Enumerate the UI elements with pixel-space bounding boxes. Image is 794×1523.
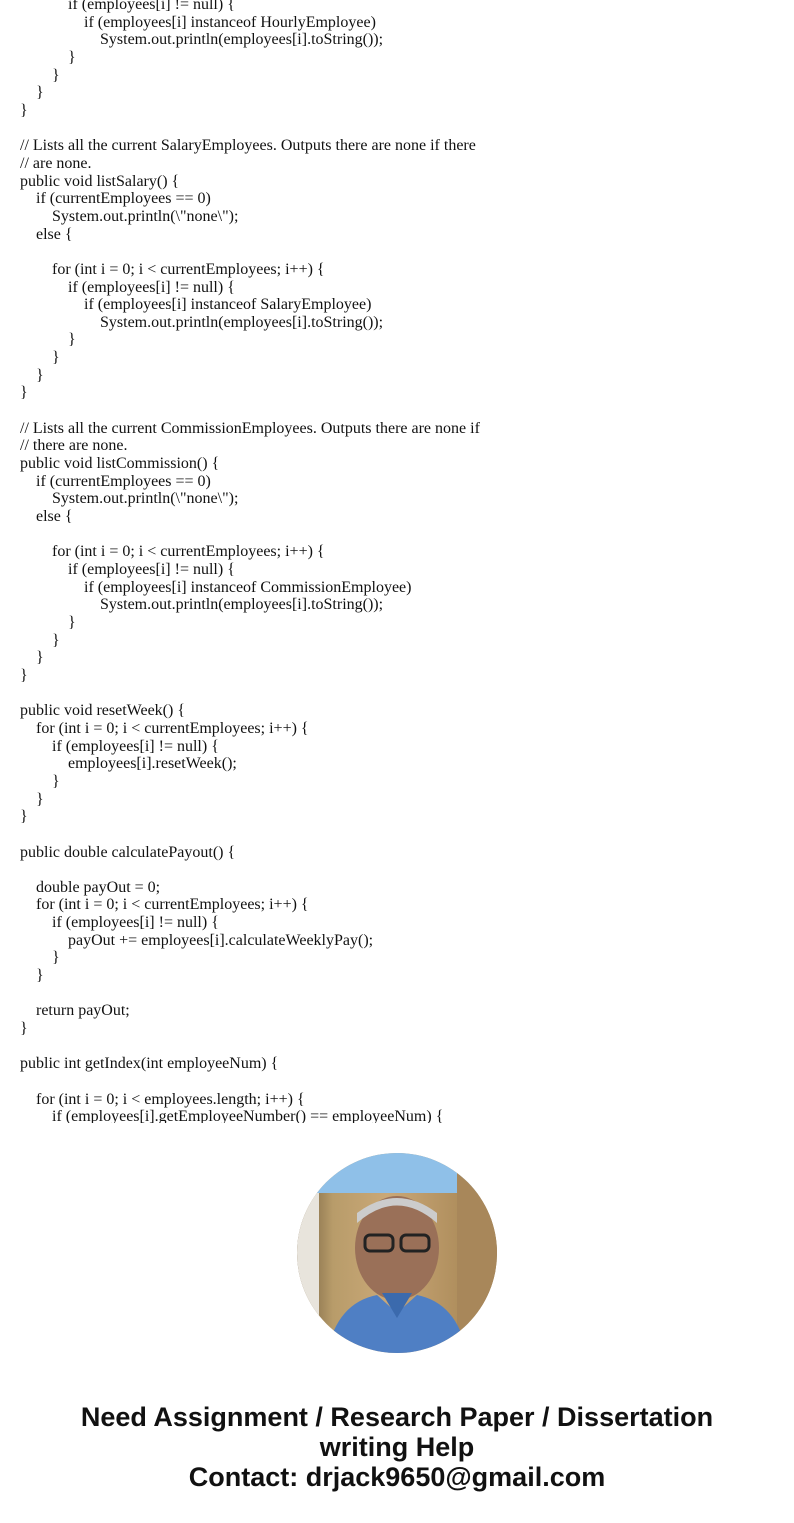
code-line: for (int i = 0; i < currentEmployees; i+… bbox=[52, 543, 325, 561]
code-line: if (employees[i] != null) { bbox=[68, 0, 235, 13]
code-line bbox=[20, 402, 780, 420]
code-line: } bbox=[36, 84, 44, 102]
code-line: } bbox=[52, 349, 60, 367]
code-line: System.out.println(\"none\"); bbox=[52, 490, 239, 508]
code-line: } bbox=[52, 772, 60, 790]
code-line bbox=[20, 685, 780, 703]
code-line: if (employees[i] instanceof HourlyEmploy… bbox=[84, 13, 376, 31]
code-line: System.out.println(employees[i].toString… bbox=[100, 596, 384, 614]
code-line: public void listSalary() { bbox=[20, 172, 180, 190]
code-line: } bbox=[68, 613, 76, 631]
code-line: public void listCommission() { bbox=[20, 455, 220, 473]
code-line: if (currentEmployees == 0) bbox=[36, 190, 211, 208]
code-line bbox=[20, 120, 780, 138]
code-line bbox=[20, 526, 780, 544]
code-line: if (employees[i] != null) { bbox=[52, 914, 219, 932]
code-line: employees[i].resetWeek(); bbox=[68, 755, 237, 773]
code-line bbox=[20, 243, 780, 261]
code-line: if (employees[i] != null) { bbox=[52, 737, 219, 755]
code-line: if (employees[i] != null) { bbox=[68, 561, 235, 578]
code-line bbox=[20, 826, 780, 844]
code-line: for (int i = 0; i < currentEmployees; i+… bbox=[36, 719, 309, 737]
code-listing: if (employees[i] != null) {if (employees… bbox=[20, 0, 780, 1123]
code-line bbox=[20, 1073, 780, 1091]
code-line: } bbox=[36, 649, 44, 667]
code-line: if (employees[i] instanceof CommissionEm… bbox=[84, 578, 412, 596]
code-line: } bbox=[68, 48, 76, 66]
avatar bbox=[297, 1153, 497, 1353]
person-photo-icon bbox=[297, 1153, 497, 1353]
code-line: for (int i = 0; i < currentEmployees; i+… bbox=[52, 260, 325, 278]
code-line bbox=[20, 985, 780, 1003]
code-line: for (int i = 0; i < currentEmployees; i+… bbox=[36, 896, 309, 914]
code-line bbox=[20, 861, 780, 879]
code-line: else { bbox=[36, 225, 73, 243]
code-line: payOut += employees[i].calculateWeeklyPa… bbox=[68, 931, 374, 949]
code-line: } bbox=[20, 1020, 28, 1038]
code-line: // there are none. bbox=[20, 437, 128, 455]
code-line: if (employees[i].getEmployeeNumber() == … bbox=[52, 1108, 444, 1123]
code-line: else { bbox=[36, 508, 73, 526]
code-line: System.out.println(employees[i].toString… bbox=[100, 313, 384, 331]
code-line: } bbox=[20, 384, 28, 402]
promo-line-2: writing Help bbox=[319, 1432, 475, 1462]
code-line: // Lists all the current CommissionEmplo… bbox=[20, 419, 480, 437]
code-line: } bbox=[20, 666, 28, 684]
promo-line-1: Need Assignment / Research Paper / Disse… bbox=[80, 1402, 714, 1432]
promo-banner: Need Assignment / Research Paper / Disse… bbox=[0, 1402, 794, 1492]
promo-contact: Contact: drjack9650@gmail.com bbox=[188, 1462, 606, 1492]
code-line: if (employees[i] != null) { bbox=[68, 278, 235, 296]
code-line: double payOut = 0; bbox=[36, 878, 161, 896]
code-line: } bbox=[20, 808, 28, 826]
code-line: return payOut; bbox=[36, 1002, 130, 1020]
code-line: } bbox=[20, 101, 28, 119]
code-line: } bbox=[52, 631, 60, 649]
code-line: public double calculatePayout() { bbox=[20, 843, 236, 861]
code-line: for (int i = 0; i < employees.length; i+… bbox=[36, 1090, 305, 1108]
code-line: if (employees[i] instanceof SalaryEmploy… bbox=[84, 296, 372, 314]
code-line: public void resetWeek() { bbox=[20, 702, 185, 720]
code-line: // Lists all the current SalaryEmployees… bbox=[20, 137, 476, 155]
code-line: public int getIndex(int employeeNum) { bbox=[20, 1055, 279, 1073]
code-line: System.out.println(employees[i].toString… bbox=[100, 31, 384, 49]
code-line: System.out.println(\"none\"); bbox=[52, 207, 239, 225]
code-line: } bbox=[36, 790, 44, 808]
code-line: } bbox=[36, 366, 44, 384]
code-line: } bbox=[68, 331, 76, 349]
code-line: if (currentEmployees == 0) bbox=[36, 472, 211, 490]
code-line bbox=[20, 1038, 780, 1056]
code-line: // are none. bbox=[20, 154, 92, 172]
code-line: } bbox=[52, 66, 60, 84]
code-line: } bbox=[36, 967, 44, 985]
code-line: } bbox=[52, 949, 60, 967]
